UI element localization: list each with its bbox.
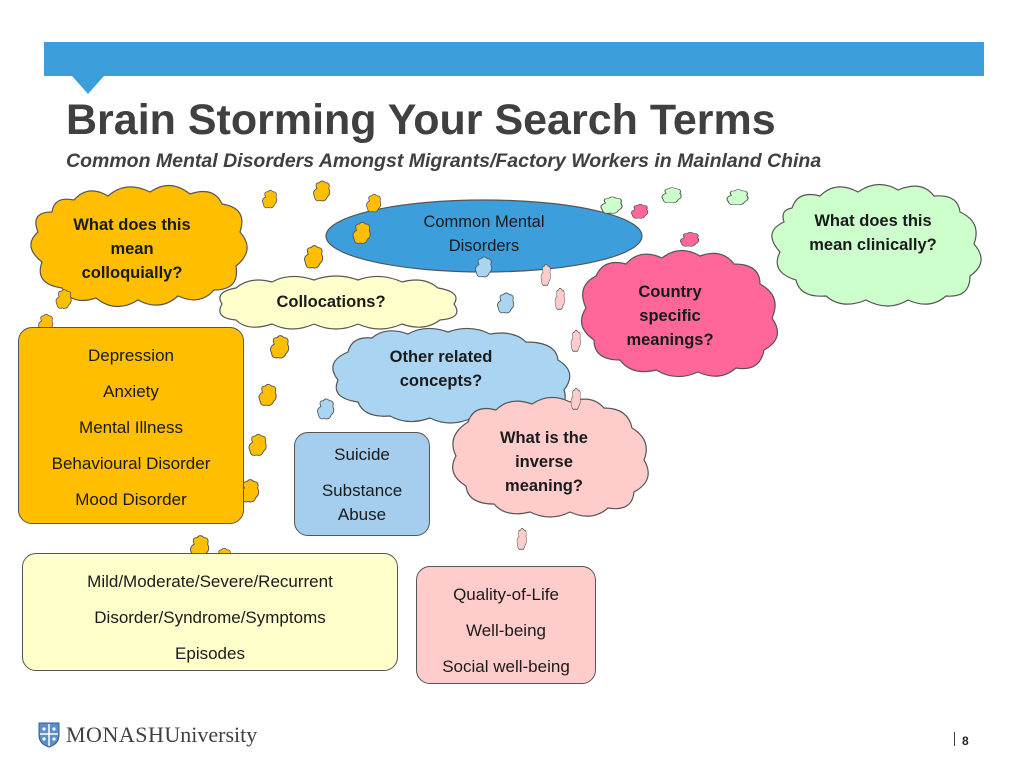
cloud-collocations [219,275,458,330]
puff-orange-12 [55,289,72,309]
monash-logo: MONASHUniversity [38,722,257,748]
box-severity-item: Mild/Moderate/Severe/Recurrent [87,572,333,591]
puff-lpink-2 [554,287,566,310]
box-quality-item: Quality-of-Life [453,585,559,604]
puff-orange-7 [313,180,331,202]
cloud-related-label: Other related concepts? [389,348,493,390]
cloud-clinical-label: What does this mean clinically? [809,212,937,254]
cloud-inverse [452,396,649,518]
box-severity-item: Episodes [175,644,245,663]
cloud-country-label: Country specific meanings? [626,283,714,349]
cloud-colloquial [30,184,248,308]
puff-green-3 [726,189,749,206]
header-banner-notch [72,76,104,94]
box-quality-item: Well-being [465,621,546,640]
puff-green-1 [600,196,623,214]
puff-orange-3 [248,433,267,456]
cloud-colloquial-label: What does this mean colloquially? [73,216,191,282]
slide-subtitle: Common Mental Disorders Amongst Migrants… [66,150,822,172]
cloud-inverse-label: What is the inverse meaning? [499,429,588,495]
box-disorders-item: Mood Disorder [75,490,187,509]
cloud-clinical [771,183,982,307]
box-disorders-item: Depression [88,346,174,365]
slide-title: Brain Storming Your Search Terms [66,96,776,144]
page-number-separator [954,732,955,746]
puff-lpink-3 [570,329,582,352]
puff-blue-1 [475,256,493,278]
box-quality-item: Social well-being [442,657,570,676]
box-suicide-item: Abuse [337,505,387,524]
puff-pink-1 [631,203,649,219]
box-severity-item: Disorder/Syndrome/Symptoms [94,608,326,627]
box-disorders-item: Anxiety [103,382,159,401]
puff-orange-4 [258,383,277,406]
puff-orange-8 [262,189,278,209]
puff-blue-3 [317,398,335,420]
logo-suffix: University [164,722,258,747]
box-suicide-item: Substance [321,481,403,500]
box-disorders: Depression Anxiety Mental Illness Behavi… [18,327,244,524]
box-disorders-item: Mental Illness [79,418,183,437]
puff-green-2 [661,187,682,204]
puff-lpink-1 [540,263,552,286]
box-severity: Mild/Moderate/Severe/Recurrent Disorder/… [22,553,398,671]
monash-crest-icon [38,722,60,748]
puff-blue-2 [497,292,515,314]
header-banner [44,42,984,76]
box-suicide: Suicide Substance Abuse [294,432,430,536]
puff-pink-2 [680,231,700,247]
page-number: 8 [962,734,969,748]
puff-orange-5 [270,335,290,359]
monash-wordmark: MONASHUniversity [66,722,257,748]
cloud-country [580,249,779,378]
box-suicide-item: Suicide [334,445,390,464]
box-disorders-item: Behavioural Disorder [51,454,211,473]
ellipse-central-label: Common Mental Disorders [423,213,545,255]
cloud-collocations-label: Collocations? [276,293,386,311]
puff-lpink-5 [516,527,528,550]
logo-brand: MONASH [66,722,165,747]
puff-orange-6 [304,245,324,269]
box-quality: Quality-of-Life Well-being Social well-b… [416,566,596,684]
